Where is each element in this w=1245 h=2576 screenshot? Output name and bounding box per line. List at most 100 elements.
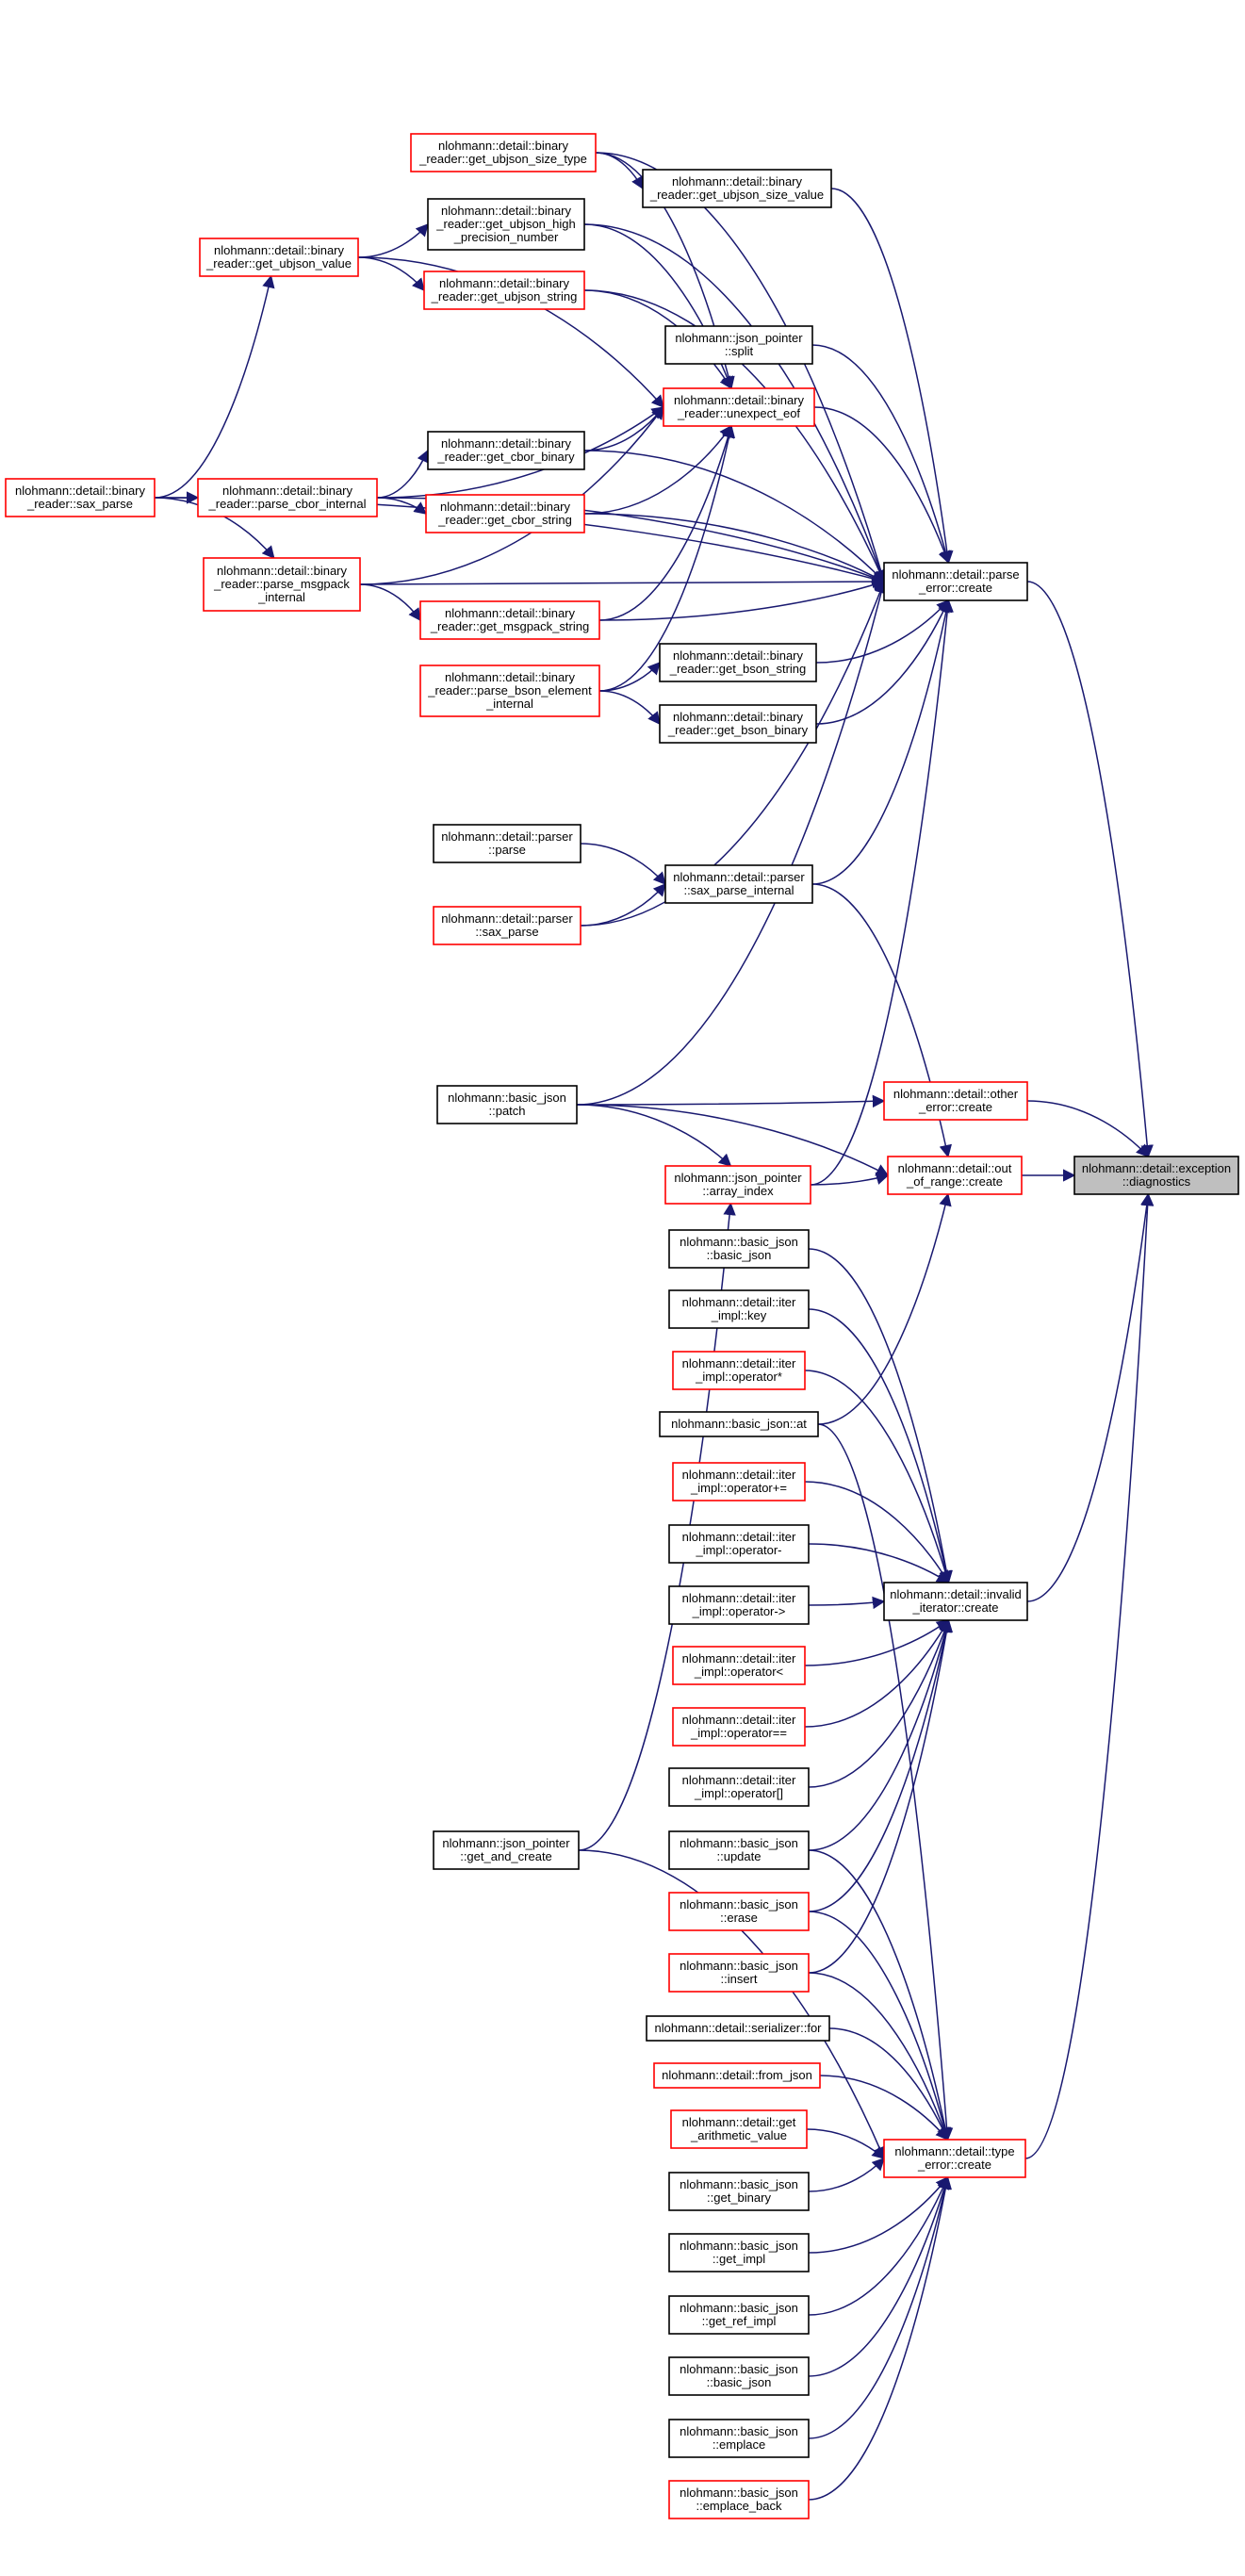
node-box xyxy=(668,1830,810,1870)
graph-node-iter-impl-key[interactable]: nlohmann::detail::iter_impl::key xyxy=(668,1289,810,1329)
node-label-line: ::sax_parse xyxy=(475,925,538,939)
node-box xyxy=(433,906,582,945)
node-label-line: nlohmann::basic_json xyxy=(680,2301,798,2315)
node-label-line: ::update xyxy=(717,1849,762,1863)
graph-node-parser-sax-parse[interactable]: nlohmann::detail::parser::sax_parse xyxy=(433,906,582,945)
node-label-line: _impl::operator-> xyxy=(692,1604,786,1618)
node-label-line: ::emplace_back xyxy=(696,2499,782,2513)
node-label-line: nlohmann::detail::iter xyxy=(682,1713,796,1727)
graph-node-iter-impl-op-index[interactable]: nlohmann::detail::iter_impl::operator[] xyxy=(668,1767,810,1807)
node-label-line: _reader::unexpect_eof xyxy=(677,406,800,420)
graph-node-get-msgpack-string[interactable]: nlohmann::detail::binary_reader::get_msg… xyxy=(419,600,600,640)
graph-node-parser-parse[interactable]: nlohmann::detail::parser::parse xyxy=(433,824,582,863)
node-label-line: ::patch xyxy=(488,1104,525,1118)
graph-node-parse-bson-element-internal[interactable]: nlohmann::detail::binary_reader::parse_b… xyxy=(419,665,600,717)
graph-node-from-json[interactable]: nlohmann::detail::from_json xyxy=(653,2062,821,2089)
graph-node-get-ubjson-size-type[interactable]: nlohmann::detail::binary_reader::get_ubj… xyxy=(410,133,597,172)
graph-node-parse-cbor-internal[interactable]: nlohmann::detail::binary_reader::parse_c… xyxy=(197,478,378,517)
edge-parse-msgpack-internal-to-get-msgpack-string xyxy=(359,583,421,622)
edge-iter-impl-deref-to-invalid-iterator-create xyxy=(804,1370,952,1584)
graph-node-basic-json-basic-json-2[interactable]: nlohmann::basic_json::basic_json xyxy=(668,2356,810,2396)
graph-node-iter-impl-op-pluseq[interactable]: nlohmann::detail::iter_impl::operator+= xyxy=(672,1462,806,1501)
graph-node-basic-json-at[interactable]: nlohmann::basic_json::at xyxy=(659,1411,819,1437)
node-label-line: _reader::parse_msgpack xyxy=(213,577,350,591)
graph-node-iter-impl-op-minus[interactable]: nlohmann::detail::iter_impl::operator- xyxy=(668,1524,810,1564)
graph-node-iter-impl-deref[interactable]: nlohmann::detail::iter_impl::operator* xyxy=(672,1351,806,1390)
edge-sax-parse-binary-to-get-ubjson-value xyxy=(154,274,275,499)
node-box xyxy=(427,431,585,470)
node-box xyxy=(1073,1156,1239,1195)
node-box xyxy=(668,1585,810,1625)
graph-node-basic-json-emplace-back[interactable]: nlohmann::basic_json::emplace_back xyxy=(668,2480,810,2519)
node-box xyxy=(425,494,585,533)
graph-node-basic-json-get-ref-impl[interactable]: nlohmann::basic_json::get_ref_impl xyxy=(668,2295,810,2335)
graph-node-basic-json-basic-json-1[interactable]: nlohmann::basic_json::basic_json xyxy=(668,1229,810,1269)
graph-node-type-error-create[interactable]: nlohmann::detail::type_error::create xyxy=(883,2139,1026,2178)
node-box xyxy=(419,600,600,640)
graph-node-iter-impl-op-arrow[interactable]: nlohmann::detail::iter_impl::operator-> xyxy=(668,1585,810,1625)
node-label-line: nlohmann::basic_json xyxy=(680,2177,798,2191)
graph-node-parse-error-create[interactable]: nlohmann::detail::parse_error::create xyxy=(883,562,1028,601)
node-label-line: _impl::key xyxy=(711,1308,767,1322)
node-label-line: nlohmann::detail::iter xyxy=(682,1591,796,1605)
node-label-line: _error::create xyxy=(918,1100,992,1114)
node-label-line: nlohmann::basic_json xyxy=(680,2239,798,2253)
edge-get-cbor-binary-to-parse-error-create xyxy=(583,450,885,582)
edge-get-cbor-string-to-parse-error-create xyxy=(583,513,886,582)
graph-node-get-cbor-binary[interactable]: nlohmann::detail::binary_reader::get_cbo… xyxy=(427,431,585,470)
edge-basic-json-erase-to-type-error-create xyxy=(808,1911,951,2141)
graph-node-parse-msgpack-internal[interactable]: nlohmann::detail::binary_reader::parse_m… xyxy=(203,557,361,612)
graph-node-basic-json-get-binary[interactable]: nlohmann::basic_json::get_binary xyxy=(668,2172,810,2211)
node-label-line: nlohmann::basic_json xyxy=(680,2424,798,2438)
node-box xyxy=(410,133,597,172)
graph-node-other-error-create[interactable]: nlohmann::detail::other_error::create xyxy=(883,1081,1028,1121)
edge-get-arithmetic-value-to-type-error-create xyxy=(806,2128,886,2159)
graph-node-json-pointer-get-and-create[interactable]: nlohmann::json_pointer::get_and_create xyxy=(433,1830,580,1870)
edge-type-error-create-to-diagnostics xyxy=(1024,1192,1155,2159)
node-box xyxy=(668,1953,810,1993)
graph-node-basic-json-insert[interactable]: nlohmann::basic_json::insert xyxy=(668,1953,810,1993)
graph-node-out-of-range-create[interactable]: nlohmann::detail::out_of_range::create xyxy=(887,1156,1023,1195)
graph-node-json-pointer-split[interactable]: nlohmann::json_pointer::split xyxy=(664,325,813,365)
graph-node-get-ubjson-high-precision[interactable]: nlohmann::detail::binary_reader::get_ubj… xyxy=(427,198,585,251)
graph-node-get-ubjson-string[interactable]: nlohmann::detail::binary_reader::get_ubj… xyxy=(423,271,585,310)
node-box xyxy=(672,1707,806,1747)
edge-basic-json-emplace-to-type-error-create xyxy=(808,2175,952,2439)
graph-node-get-ubjson-size-value[interactable]: nlohmann::detail::binary_reader::get_ubj… xyxy=(642,169,832,208)
node-label-line: ::get_ref_impl xyxy=(702,2314,777,2328)
graph-node-basic-json-erase[interactable]: nlohmann::basic_json::erase xyxy=(668,1892,810,1931)
node-box xyxy=(427,198,585,251)
node-box xyxy=(883,562,1028,601)
graph-node-get-bson-binary[interactable]: nlohmann::detail::binary_reader::get_bso… xyxy=(659,704,817,744)
edge-get-ubjson-value-to-unexpect-eof xyxy=(357,256,664,409)
edge-other-error-create-to-diagnostics xyxy=(1026,1100,1150,1157)
graph-node-get-ubjson-value[interactable]: nlohmann::detail::binary_reader::get_ubj… xyxy=(199,238,359,277)
graph-node-get-cbor-string[interactable]: nlohmann::detail::binary_reader::get_cbo… xyxy=(425,494,585,533)
node-label-line: nlohmann::detail::invalid xyxy=(890,1587,1021,1601)
graph-node-sax-parse-internal[interactable]: nlohmann::detail::parser::sax_parse_inte… xyxy=(664,864,813,904)
graph-node-basic-json-emplace[interactable]: nlohmann::basic_json::emplace xyxy=(668,2419,810,2458)
edge-basic-json-basic-json-2-to-type-error-create xyxy=(808,2175,951,2377)
node-label-line: nlohmann::detail::iter xyxy=(682,1651,796,1665)
node-label-line: _internal xyxy=(485,697,533,711)
graph-node-unexpect-eof[interactable]: nlohmann::detail::binary_reader::unexpec… xyxy=(663,387,815,427)
graph-node-sax-parse-binary[interactable]: nlohmann::detail::binary_reader::sax_par… xyxy=(5,478,156,517)
graph-node-invalid-iterator-create[interactable]: nlohmann::detail::invalid_iterator::crea… xyxy=(883,1582,1028,1621)
graph-node-basic-json-patch[interactable]: nlohmann::basic_json::patch xyxy=(436,1085,578,1124)
graph-node-serializer-for[interactable]: nlohmann::detail::serializer::for xyxy=(646,2015,830,2042)
graph-node-iter-impl-op-eqeq[interactable]: nlohmann::detail::iter_impl::operator== xyxy=(672,1707,806,1747)
graph-node-iter-impl-op-lt[interactable]: nlohmann::detail::iter_impl::operator< xyxy=(672,1646,806,1685)
node-label-line: _impl::operator== xyxy=(690,1726,787,1740)
graph-node-basic-json-update[interactable]: nlohmann::basic_json::update xyxy=(668,1830,810,1870)
edge-basic-json-at-to-out-of-range-create xyxy=(817,1192,952,1425)
edge-unexpect-eof-to-parse-error-create xyxy=(813,406,951,565)
edge-basic-json-insert-to-type-error-create xyxy=(808,1972,950,2141)
node-label-line: _reader::get_bson_string xyxy=(669,662,807,676)
edge-serializer-for-to-type-error-create xyxy=(828,2027,949,2141)
node-box xyxy=(887,1156,1023,1195)
graph-node-basic-json-get-impl[interactable]: nlohmann::basic_json::get_impl xyxy=(668,2233,810,2272)
graph-node-array-index[interactable]: nlohmann::json_pointer::array_index xyxy=(664,1165,811,1205)
graph-node-get-arithmetic-value[interactable]: nlohmann::detail::get_arithmetic_value xyxy=(670,2109,808,2149)
graph-node-get-bson-string[interactable]: nlohmann::detail::binary_reader::get_bso… xyxy=(659,643,817,682)
node-label-line: ::get_binary xyxy=(707,2190,771,2205)
